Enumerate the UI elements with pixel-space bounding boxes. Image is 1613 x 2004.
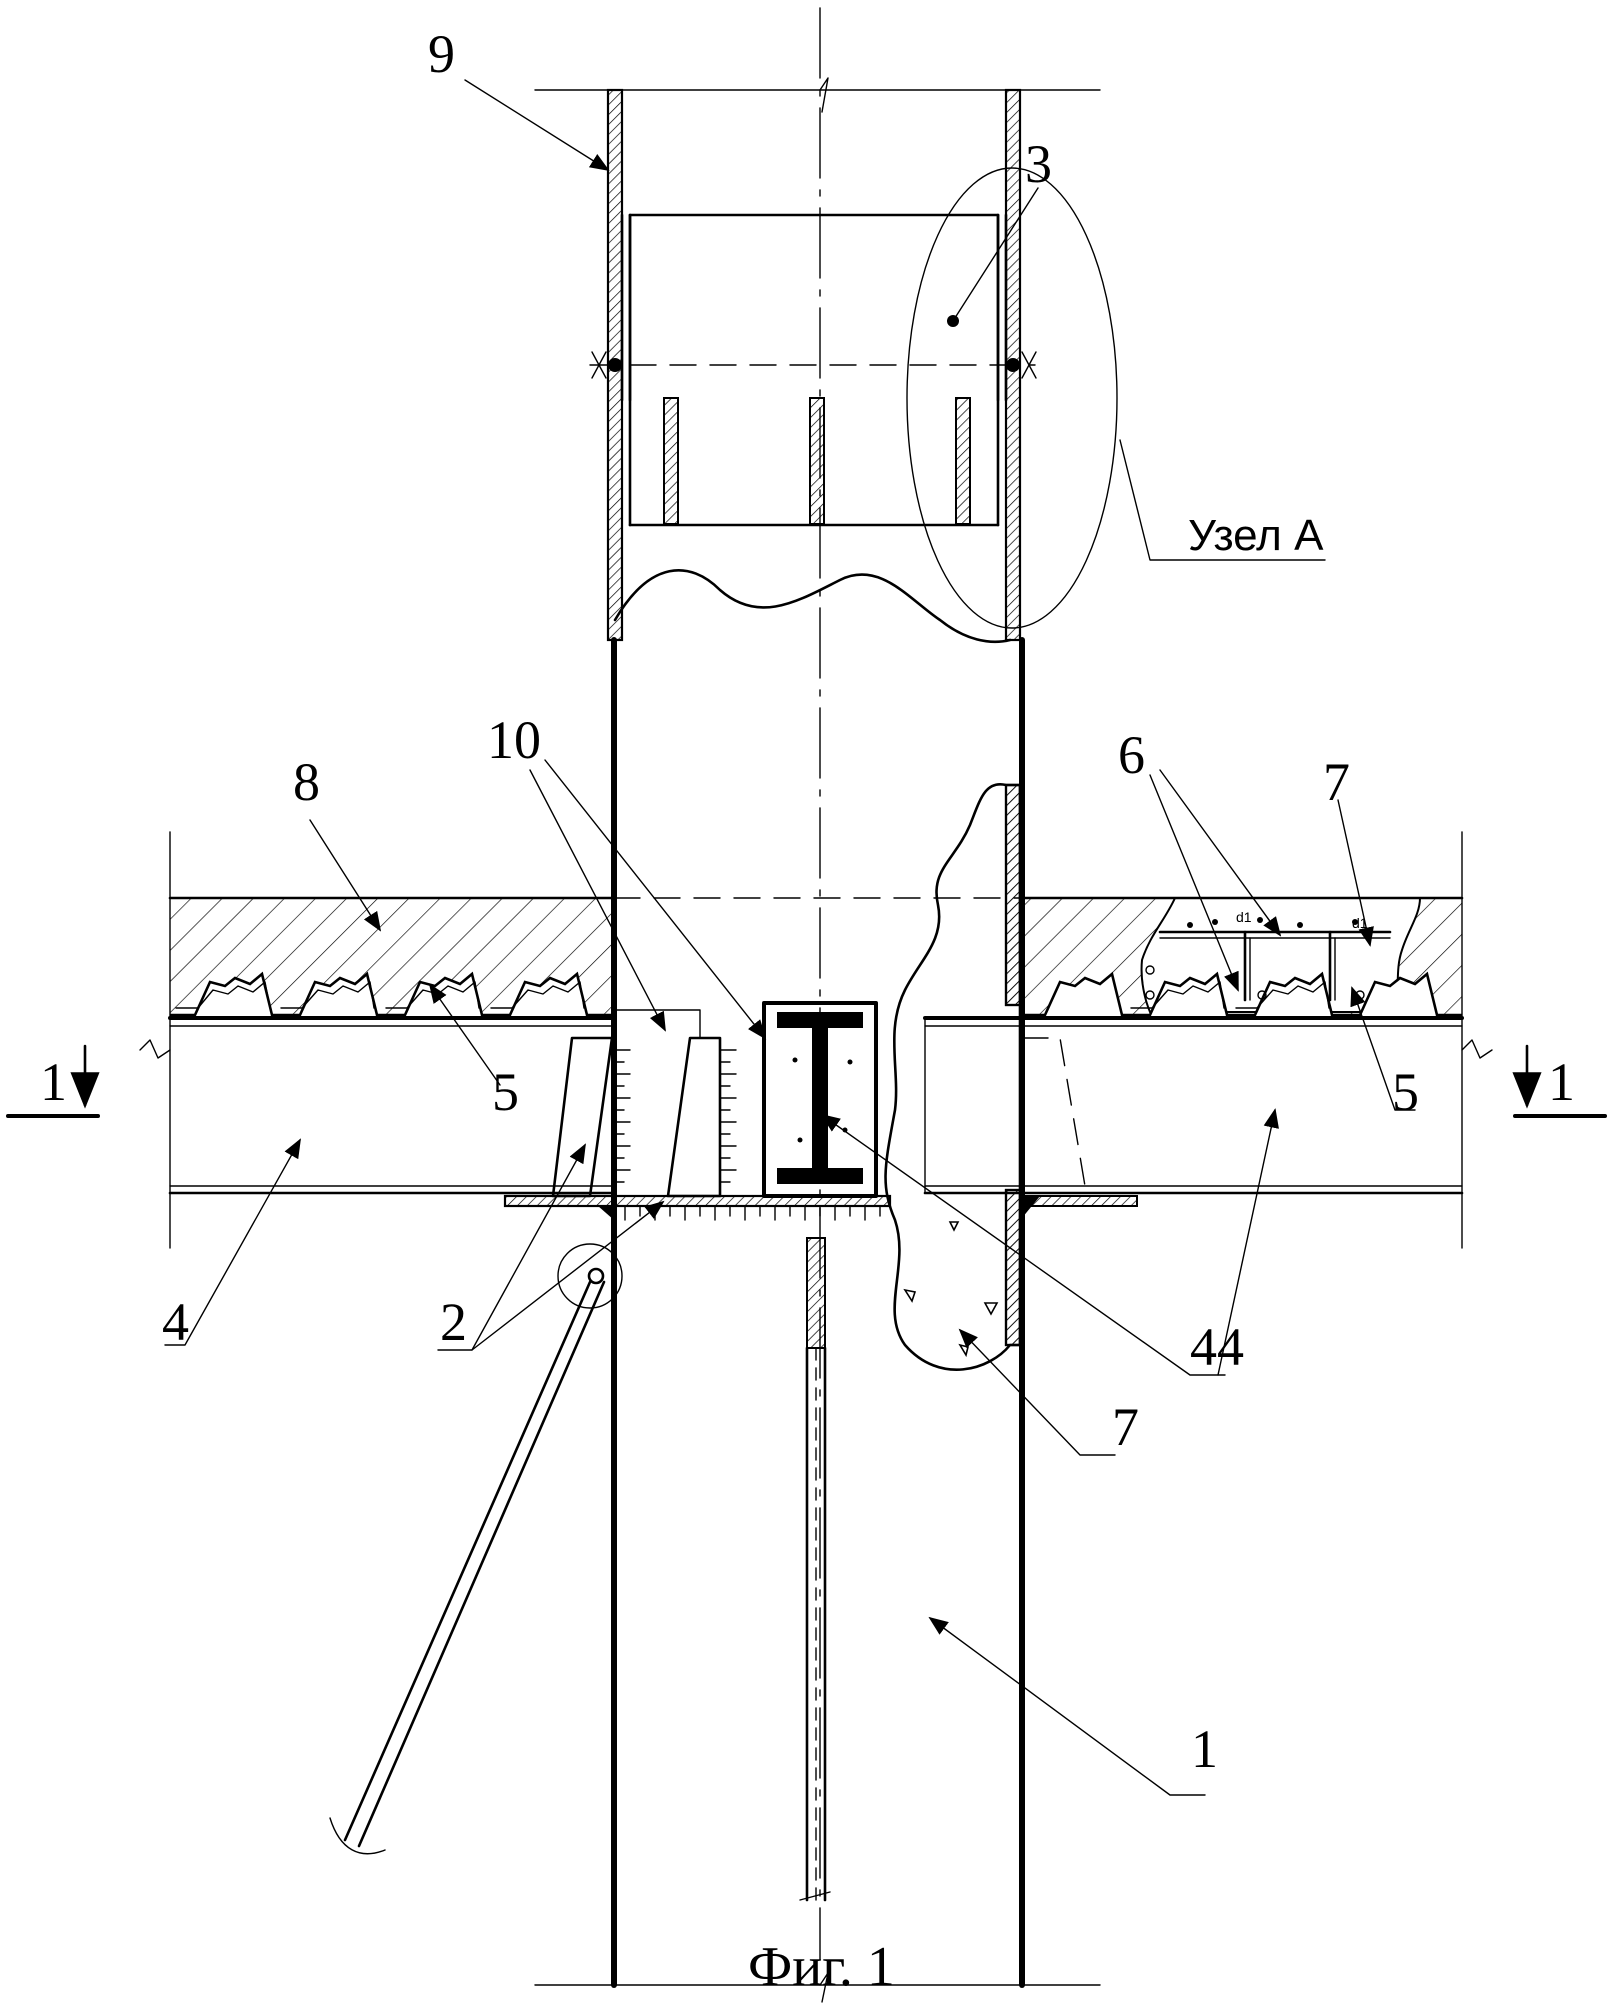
label-3: 3 [1025, 134, 1052, 194]
section-mark-left: 1 [6, 1044, 100, 1118]
section-label-right: 1 [1548, 1052, 1575, 1112]
section-mark-right: 1 [1512, 1044, 1607, 1118]
profiled-deck-right [1022, 971, 1462, 1017]
upper-column [534, 7, 1101, 1961]
label-10: 10 [487, 710, 541, 770]
right-slab: d1 d1 [923, 831, 1493, 1249]
label-4-right: 4 [1217, 1317, 1244, 1377]
label-5-left: 5 [492, 1062, 519, 1122]
label-7-upper: 7 [1323, 752, 1350, 812]
leader-lines [164, 79, 1416, 1796]
label-5-right: 5 [1392, 1062, 1419, 1122]
labels: 1 2 3 4 4 4 5 5 6 7 7 8 9 10 Узел А Фиг.… [162, 24, 1419, 1998]
label-4-left: 4 [162, 1292, 189, 1352]
annotation-d1-left: d1 [1236, 909, 1252, 925]
section-label-left: 1 [40, 1052, 67, 1112]
label-1: 1 [1191, 1719, 1218, 1779]
label-6: 6 [1118, 725, 1145, 785]
shear-ties [613, 1041, 881, 1221]
studs [663, 397, 971, 525]
label-4-center: 4 [1190, 1317, 1217, 1377]
left-slab [139, 831, 616, 1249]
profiled-deck-left [170, 971, 614, 1017]
label-7-lower: 7 [1112, 1397, 1139, 1457]
node-a-ellipse [906, 167, 1118, 629]
label-2: 2 [440, 1292, 467, 1352]
label-8: 8 [293, 752, 320, 812]
label-9: 9 [428, 24, 455, 84]
concrete-aggregate [903, 1221, 999, 1358]
node-a-label: Узел А [1188, 511, 1324, 560]
figure-caption: Фиг. 1 [748, 1936, 895, 1998]
i-beam [777, 1012, 863, 1184]
lower-column [534, 637, 1101, 2003]
